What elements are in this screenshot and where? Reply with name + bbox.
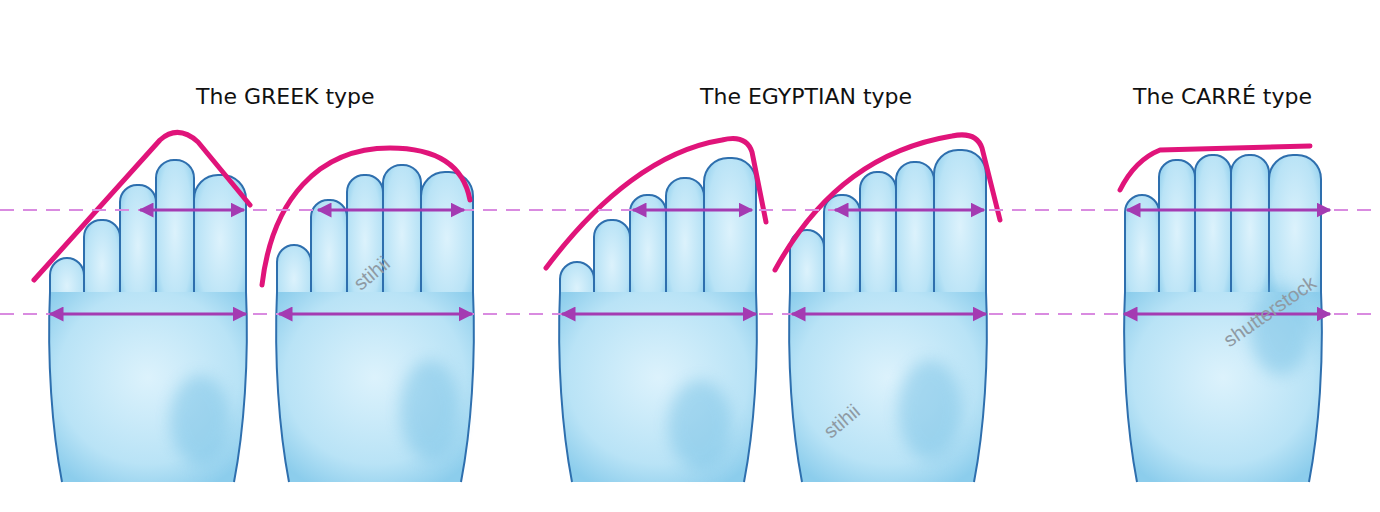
toe-line-part: [1120, 146, 1310, 190]
foot: [276, 165, 474, 482]
foot-part: [559, 292, 757, 482]
type-title: The GREEK type: [196, 84, 375, 109]
foot-part: [49, 292, 247, 482]
foot: [1124, 155, 1322, 482]
toe-line-part: [546, 139, 766, 269]
foot-part: [789, 292, 987, 482]
toe-line-part: [34, 132, 250, 280]
guide-line: [0, 210, 1380, 314]
foot-part: [276, 292, 474, 482]
width-arrow-part: [633, 209, 752, 212]
width-arrow-part: [562, 313, 756, 316]
width-arrow-part: [279, 313, 472, 316]
toe-line: [34, 132, 1310, 285]
foot-part: [170, 375, 230, 465]
width-arrow: [50, 210, 1330, 314]
width-arrow-part: [1127, 209, 1330, 212]
width-arrow-part: [50, 313, 246, 316]
width-arrow-part: [792, 313, 986, 316]
foot-part: [898, 360, 962, 460]
foot: [559, 158, 757, 482]
foot-part: [559, 292, 757, 482]
foot: [789, 150, 987, 482]
guide-line-part: [0, 313, 1380, 315]
width-arrow-part: [835, 209, 984, 212]
width-arrow-part: [318, 209, 464, 212]
width-arrow-part: [1124, 313, 1330, 316]
toe-line-part: [775, 135, 1000, 270]
foot: [49, 160, 247, 482]
foot-part: [400, 360, 460, 460]
foot-part: [668, 380, 732, 470]
type-title: The EGYPTIAN type: [700, 84, 912, 109]
foot-part: [49, 292, 247, 482]
foot-part: [276, 292, 474, 482]
width-arrow-part: [140, 209, 244, 212]
foot-part: [789, 292, 987, 482]
type-title: The CARRÉ type: [1133, 84, 1312, 109]
guide-line-part: [0, 209, 1380, 211]
